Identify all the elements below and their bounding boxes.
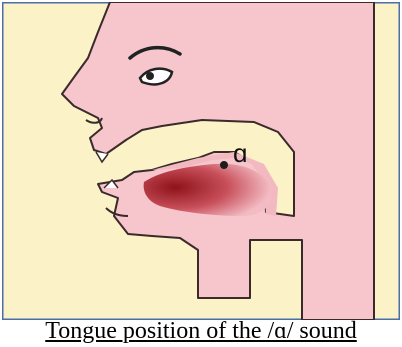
figure-caption: Tongue position of the /ɑ/ sound bbox=[0, 316, 402, 347]
vocal-tract-illustration: ɑ bbox=[2, 2, 400, 320]
pupil bbox=[146, 72, 154, 80]
tongue-position-dot bbox=[220, 161, 228, 169]
vowel-label: ɑ bbox=[233, 138, 247, 168]
